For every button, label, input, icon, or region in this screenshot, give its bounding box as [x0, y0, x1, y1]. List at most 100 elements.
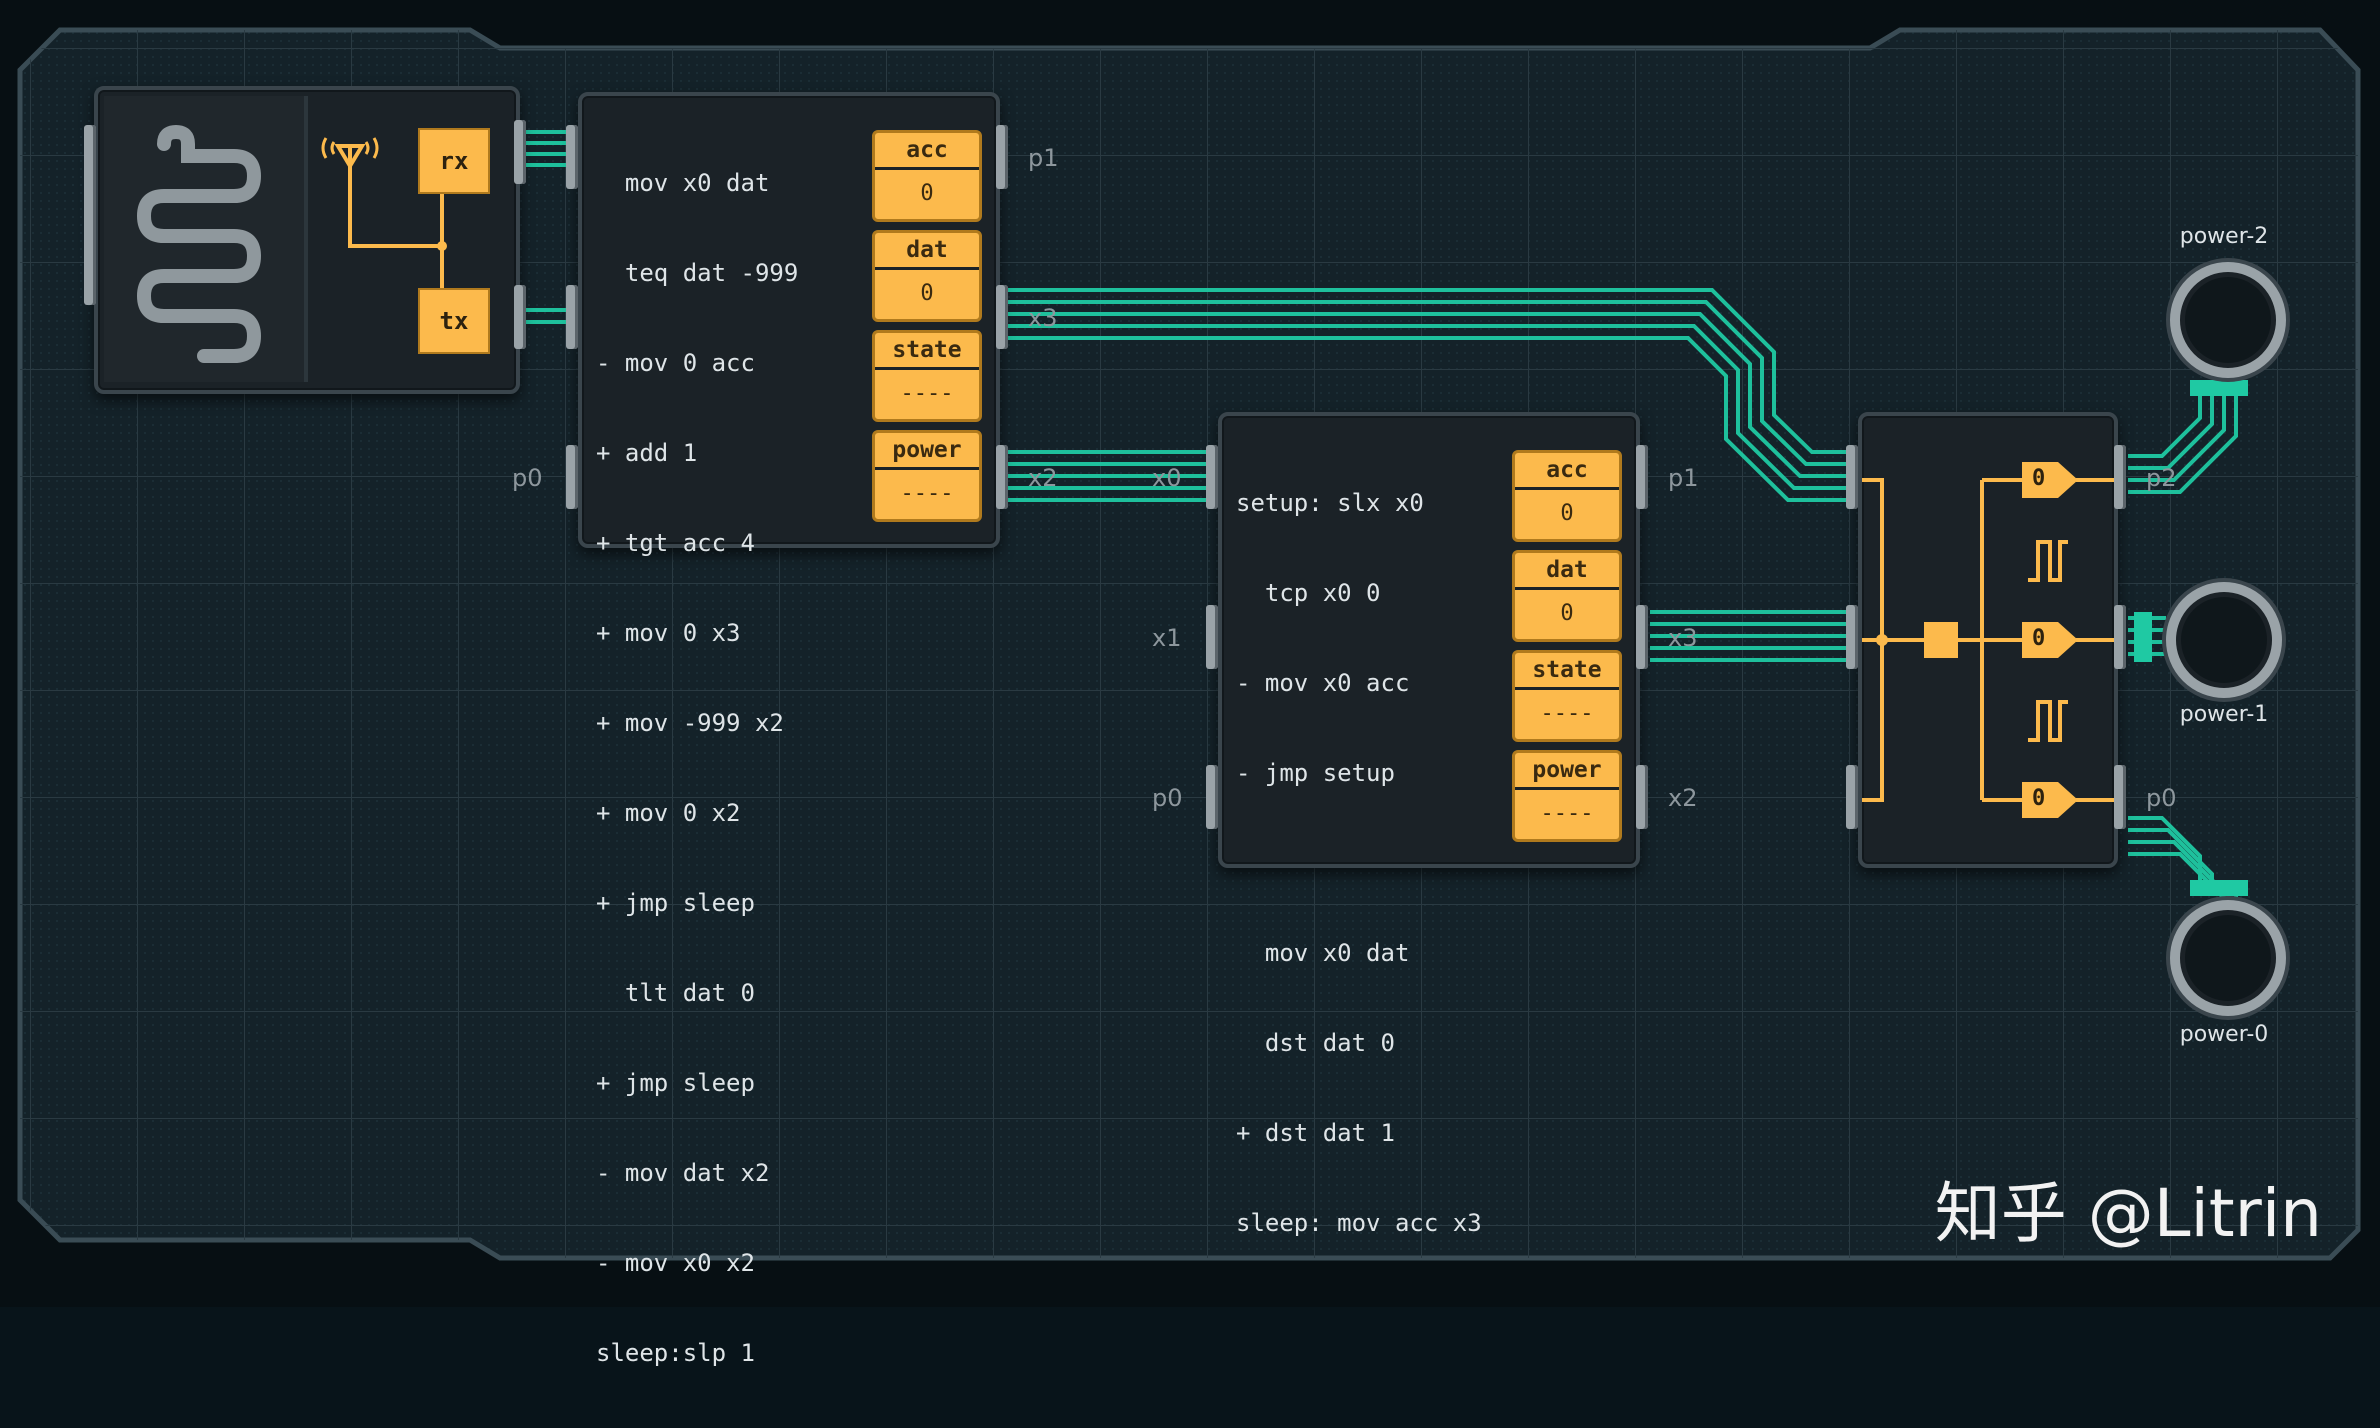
- controller-b-pin-p0[interactable]: [1206, 765, 1218, 829]
- code-line: - mov 0 acc: [596, 349, 755, 377]
- register-value: 0: [1560, 501, 1574, 526]
- code-line: + dst dat 1: [1236, 1119, 1395, 1147]
- port-label-x3: x3: [1028, 304, 1058, 332]
- register-name: power: [875, 433, 979, 470]
- register-value: 0: [920, 281, 934, 306]
- code-line: + tgt acc 4: [596, 529, 755, 557]
- coil-panel: [104, 96, 308, 382]
- controller-a-pin-p0[interactable]: [566, 445, 578, 509]
- splitter-pin-in-mid[interactable]: [1846, 605, 1858, 669]
- junction-block: [1924, 622, 1958, 658]
- radio-tx-pin[interactable]: [514, 285, 526, 349]
- radio-module[interactable]: rx tx: [94, 86, 520, 394]
- register-value: ----: [900, 481, 954, 506]
- power-2-output[interactable]: [2170, 262, 2286, 378]
- register-dat: dat 0: [872, 230, 982, 322]
- gate-value: 0: [2032, 786, 2046, 811]
- controller-a-pin-x3[interactable]: [996, 285, 1008, 349]
- register-name: acc: [875, 133, 979, 170]
- code-line: - mov x0 x2: [596, 1249, 755, 1277]
- power-0-label: power-0: [2179, 1022, 2269, 1047]
- controller-a-pin-p1[interactable]: [996, 125, 1008, 189]
- port-label-p0: p0: [2146, 784, 2177, 812]
- code-line: + jmp sleep: [596, 889, 755, 917]
- register-value: 0: [1560, 601, 1574, 626]
- pulse-icon: [2028, 700, 2068, 742]
- radio-left-pin: [84, 125, 96, 305]
- controller-a[interactable]: mov x0 dat teq dat -999 - mov 0 acc + ad…: [578, 92, 1000, 1367]
- port-label-p1: p1: [1028, 144, 1059, 172]
- code-line: + add 1: [596, 439, 698, 467]
- power-0-output[interactable]: [2170, 900, 2286, 1016]
- splitter-pin-p2[interactable]: [2114, 445, 2126, 509]
- controller-b[interactable]: setup: slx x0 tcp x0 0 - mov x0 acc - jm…: [1218, 412, 1640, 1237]
- code-line: sleep:slp 1: [596, 1339, 755, 1367]
- connector-cap-power-0: [2190, 880, 2248, 896]
- register-name: state: [1515, 653, 1619, 690]
- splitter-pin-out-mid[interactable]: [2114, 605, 2126, 669]
- power-1-output[interactable]: [2166, 582, 2282, 698]
- controller-a-code[interactable]: mov x0 dat teq dat -999 - mov 0 acc + ad…: [596, 108, 798, 1428]
- register-value: ----: [1540, 801, 1594, 826]
- splitter-circuit: [1862, 462, 2114, 818]
- power-2-label: power-2: [2179, 224, 2269, 249]
- rx-label: rx: [439, 147, 469, 175]
- code-line: teq dat -999: [596, 259, 799, 287]
- power-1-label: power-1: [2179, 702, 2269, 727]
- port-label-x3: x3: [1668, 624, 1698, 652]
- port-label-p1: p1: [1668, 464, 1699, 492]
- watermark: 知乎 @Litrin: [1934, 1175, 2322, 1252]
- controller-b-code[interactable]: setup: slx x0 tcp x0 0 - mov x0 acc - jm…: [1236, 428, 1482, 1298]
- code-line: - mov x0 acc: [1236, 669, 1410, 697]
- radio-rx-pin[interactable]: [514, 120, 526, 184]
- pulse-icon: [2028, 540, 2068, 582]
- register-name: acc: [1515, 453, 1619, 490]
- code-line: setup: slx x0: [1236, 489, 1424, 517]
- controller-b-pin-x3[interactable]: [1636, 605, 1648, 669]
- code-line: sleep: mov acc x3: [1236, 1209, 1482, 1237]
- port-label-p2: p2: [2146, 464, 2177, 492]
- controller-b-pin-x1[interactable]: [1206, 605, 1218, 669]
- code-line: + mov -999 x2: [596, 709, 784, 737]
- register-acc: acc 0: [872, 130, 982, 222]
- register-dat: dat 0: [1512, 550, 1622, 642]
- splitter-pin-in-bottom[interactable]: [1846, 765, 1858, 829]
- port-label-x2: x2: [1028, 464, 1058, 492]
- gate-mid: [2022, 622, 2078, 658]
- controller-a-pin-rx[interactable]: [566, 125, 578, 189]
- splitter-pin-in-top[interactable]: [1846, 445, 1858, 509]
- controller-b-pin-x0[interactable]: [1206, 445, 1218, 509]
- code-line: - mov dat x2: [596, 1159, 770, 1187]
- gate-bottom: [2022, 782, 2078, 818]
- tx-block: tx: [418, 288, 490, 354]
- controller-b-pin-p1[interactable]: [1636, 445, 1648, 509]
- register-name: state: [875, 333, 979, 370]
- wires: [522, 130, 2238, 915]
- code-line: - jmp setup: [1236, 759, 1395, 787]
- register-power: power ----: [872, 430, 982, 522]
- port-label-p0: p0: [1152, 784, 1183, 812]
- controller-a-pin-tx[interactable]: [566, 285, 578, 349]
- code-line: tlt dat 0: [596, 979, 755, 1007]
- circuit-board: rx tx mov x0 dat teq dat -999 - mov 0 ac…: [17, 27, 2361, 1367]
- code-line: + mov 0 x2: [596, 799, 741, 827]
- connector-cap-power-1: [2134, 612, 2152, 662]
- register-value: 0: [920, 181, 934, 206]
- gate-value: 0: [2032, 466, 2046, 491]
- register-value: ----: [900, 381, 954, 406]
- rx-block: rx: [418, 128, 490, 194]
- antenna-icon: [334, 144, 366, 170]
- controller-a-pin-x2[interactable]: [996, 445, 1008, 509]
- port-label-p0: p0: [512, 464, 543, 492]
- code-line: dst dat 0: [1236, 1029, 1395, 1057]
- controller-b-pin-x2[interactable]: [1636, 765, 1648, 829]
- gate-top: [2022, 462, 2078, 498]
- splitter-chip[interactable]: 0 0 0: [1858, 412, 2118, 868]
- code-line: tcp x0 0: [1236, 579, 1381, 607]
- tx-label: tx: [439, 307, 469, 335]
- register-acc: acc 0: [1512, 450, 1622, 542]
- splitter-pin-p0[interactable]: [2114, 765, 2126, 829]
- register-power: power ----: [1512, 750, 1622, 842]
- connector-cap-power-2: [2190, 380, 2248, 396]
- coil-icon: [136, 124, 262, 363]
